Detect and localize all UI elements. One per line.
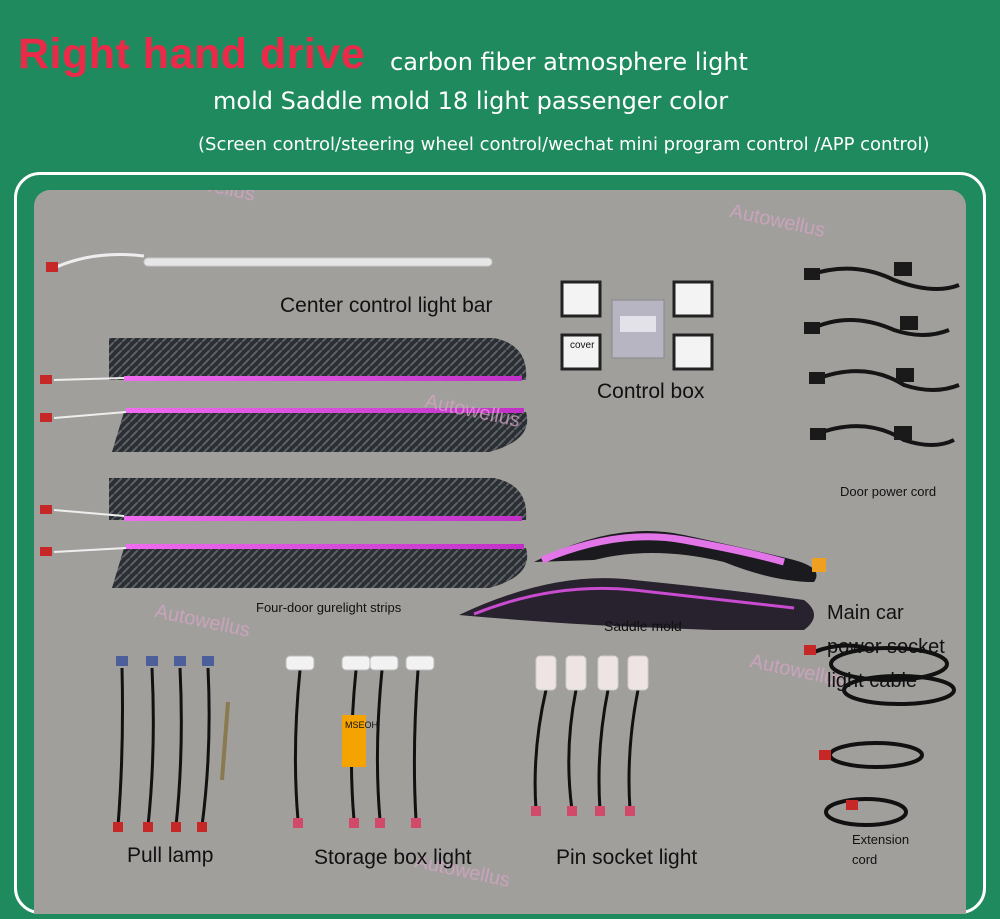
door-strip-4 — [40, 544, 528, 588]
label-door-power: Door power cord — [840, 484, 937, 499]
label-pull-lamp: Pull lamp — [127, 844, 214, 867]
subtitle: (Screen control/steering wheel control/w… — [198, 134, 930, 155]
pull-lamps — [116, 667, 230, 827]
label-control-box: Control box — [597, 380, 705, 403]
center-light-bar — [46, 253, 493, 272]
label-main-power: Main car power socket light cable — [827, 602, 945, 692]
label-storage-box: Storage box light — [314, 846, 472, 869]
cover-label: cover — [570, 340, 595, 351]
product-illustration — [40, 253, 960, 832]
label-four-door: Four-door gurelight strips — [256, 600, 402, 615]
door-strip-2 — [40, 408, 528, 452]
control-box-modules — [560, 280, 714, 371]
label-center-bar: Center control light bar — [280, 294, 493, 317]
saddle-mold — [459, 531, 817, 630]
header: Right hand drive carbon fiber atmosphere… — [0, 0, 1000, 170]
tag-label: MSEOH — [345, 720, 379, 730]
door-power-cords — [808, 266, 960, 447]
title-rest: carbon fiber atmosphere light — [390, 48, 748, 76]
door-strip-1 — [40, 338, 527, 384]
storage-box-lights — [293, 669, 420, 821]
label-extension: Extension cord — [852, 832, 910, 867]
door-strip-3 — [40, 478, 527, 521]
title-red: Right hand drive — [18, 30, 366, 78]
pin-socket-lights — [533, 689, 640, 811]
product-panel: Autowellus Autowellus Autowellus Autowel… — [34, 190, 966, 914]
label-saddle: Saddle mold — [604, 618, 682, 634]
label-pin-socket: Pin socket light — [556, 846, 698, 869]
title-line2: mold Saddle mold 18 light passenger colo… — [213, 87, 729, 115]
